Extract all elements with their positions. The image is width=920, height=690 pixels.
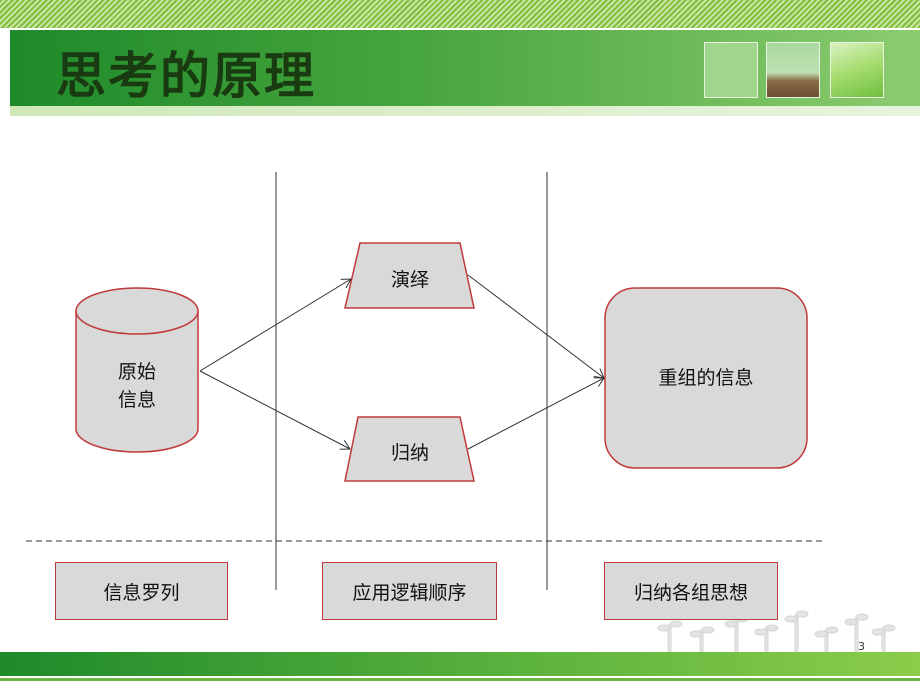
source-cylinder [75,287,199,453]
source-label: 原始 信息 [96,358,178,414]
sprout-image [766,42,820,98]
plant-silhouette-decoration [657,610,896,662]
step-label-group-ideas: 归纳各组思想 [633,581,748,604]
decorative-thumbnail-plain [704,42,758,98]
title-bar-shadow [10,106,920,116]
bottom-line [0,678,920,681]
step-box-apply-logic: 应用逻辑顺序 [322,562,497,620]
arrow-source-to-induction [199,370,351,450]
step-label-list-info: 信息罗列 [103,581,180,604]
source-label-line2: 信息 [117,389,156,411]
step-label-apply-logic: 应用逻辑顺序 [352,581,467,604]
top-stripe-decoration [0,0,920,28]
step-box-list-info: 信息罗列 [55,562,228,620]
bottom-bar [0,652,920,676]
leaf-image [830,42,884,98]
arrow-deduction-to-result [467,274,605,379]
deduction-label: 演绎 [390,269,429,291]
arrow-source-to-deduction [199,278,352,372]
result-rounded-box [604,287,808,469]
page-number: 3 [858,640,865,653]
arrow-induction-to-result [467,377,605,450]
slide-title: 思考的原理 [56,46,316,105]
source-label-line1: 原始 [117,361,156,383]
result-label: 重组的信息 [658,367,754,389]
induction-label: 归纳 [390,442,429,464]
step-box-group-ideas: 归纳各组思想 [604,562,778,620]
induction-trapezoid [344,416,475,482]
